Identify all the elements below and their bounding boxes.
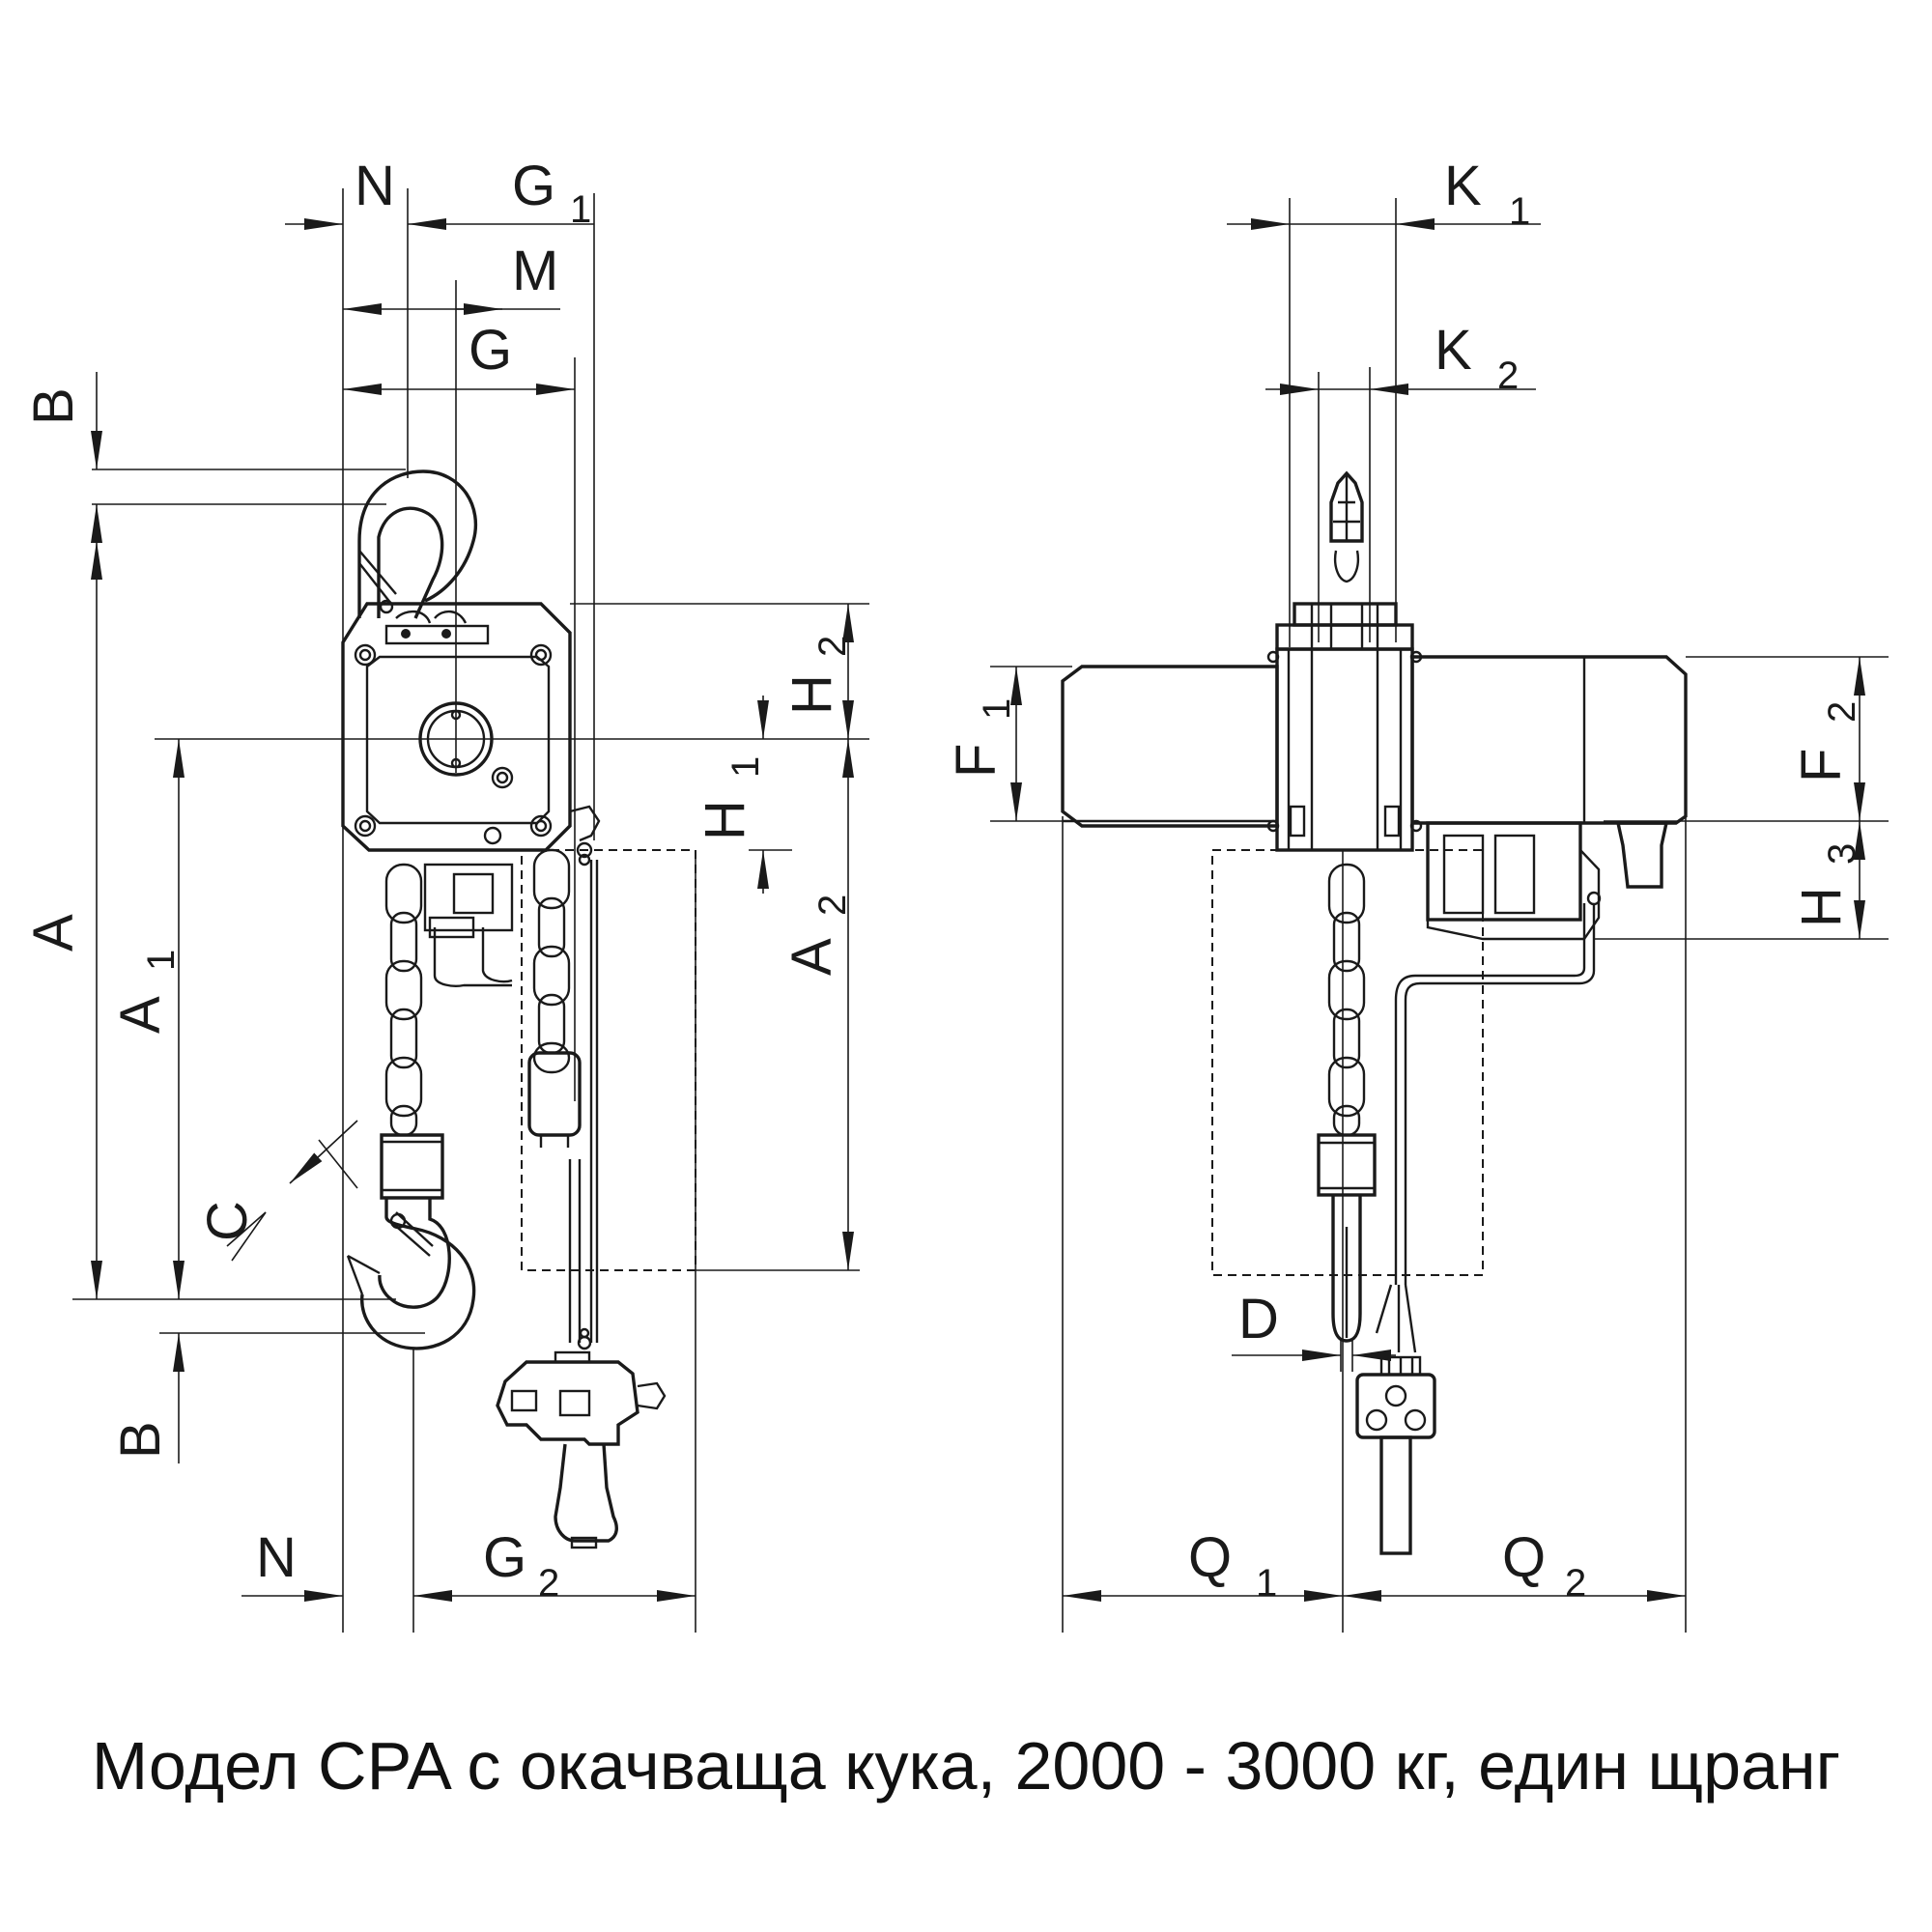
control-chain-side bbox=[527, 848, 599, 1350]
label-F1: F bbox=[945, 744, 1008, 778]
label-B-top: B bbox=[22, 387, 85, 425]
label-Q1-sub: 1 bbox=[1256, 1562, 1277, 1605]
label-K2: K bbox=[1435, 319, 1472, 382]
label-H1-sub: 1 bbox=[724, 756, 767, 778]
label-Q2-sub: 2 bbox=[1565, 1562, 1586, 1605]
label-Q2: Q bbox=[1502, 1526, 1546, 1589]
label-G2-sub: 2 bbox=[538, 1562, 559, 1605]
label-A: A bbox=[22, 914, 85, 952]
label-G1-sub: 1 bbox=[570, 188, 591, 231]
label-A2: A bbox=[781, 938, 843, 976]
front-dashed-envelope bbox=[1211, 849, 1484, 1276]
bottom-hook bbox=[346, 1198, 476, 1350]
label-D: D bbox=[1238, 1288, 1279, 1350]
label-H2: H bbox=[781, 674, 843, 715]
label-H2-sub: 2 bbox=[811, 636, 854, 657]
load-chain-front bbox=[1317, 863, 1377, 1343]
label-F2-sub: 2 bbox=[1821, 701, 1863, 723]
label-H1: H bbox=[694, 800, 756, 840]
label-A1: A bbox=[109, 996, 172, 1034]
label-H3: H bbox=[1790, 887, 1853, 927]
front-top-hook bbox=[1329, 470, 1364, 583]
front-dimension-lines bbox=[1010, 218, 1865, 1602]
top-hook bbox=[357, 469, 478, 619]
label-G2: G bbox=[483, 1526, 526, 1589]
label-G: G bbox=[469, 319, 512, 382]
label-F1-sub: 1 bbox=[976, 698, 1018, 720]
label-M: M bbox=[512, 240, 558, 302]
pendant-control-side[interactable] bbox=[496, 1350, 667, 1549]
front-extension-lines bbox=[990, 198, 1889, 1633]
side-dashed-envelope bbox=[521, 849, 696, 1271]
front-labels: K 1 K 2 F 1 F 2 H 3 D Q 1 Q 2 bbox=[945, 155, 1863, 1605]
label-A1-sub: 1 bbox=[140, 950, 183, 971]
label-N-bottom: N bbox=[256, 1526, 297, 1589]
label-B-bottom: B bbox=[109, 1421, 172, 1459]
side-extension-lines bbox=[72, 188, 869, 1633]
label-K1-sub: 1 bbox=[1509, 190, 1530, 233]
pendant-control-front[interactable] bbox=[1355, 1284, 1436, 1555]
side-motor-block bbox=[423, 863, 514, 987]
label-A2-sub: 2 bbox=[811, 895, 854, 916]
label-Q1: Q bbox=[1188, 1526, 1232, 1589]
side-housing bbox=[341, 602, 601, 867]
side-dimension-lines bbox=[91, 218, 854, 1602]
label-F2: F bbox=[1790, 749, 1853, 782]
load-chain-side bbox=[380, 863, 444, 1200]
drawing-caption: Модел CPA с окачваща кука, 2000 - 3000 к… bbox=[91, 1728, 1841, 1804]
front-view: K 1 K 2 F 1 F 2 H 3 D Q 1 Q 2 bbox=[945, 155, 1889, 1633]
side-labels: N G 1 M G B A A 1 C B H 2 H 1 A 2 N G 2 bbox=[22, 155, 854, 1605]
label-G1: G bbox=[512, 155, 555, 217]
side-view: N G 1 M G B A A 1 C B H 2 H 1 A 2 N G 2 bbox=[22, 155, 869, 1633]
label-K2-sub: 2 bbox=[1497, 355, 1519, 397]
label-C: C bbox=[196, 1201, 259, 1241]
label-N-top: N bbox=[355, 155, 395, 217]
label-H3-sub: 3 bbox=[1821, 843, 1863, 865]
label-K1: K bbox=[1444, 155, 1482, 217]
